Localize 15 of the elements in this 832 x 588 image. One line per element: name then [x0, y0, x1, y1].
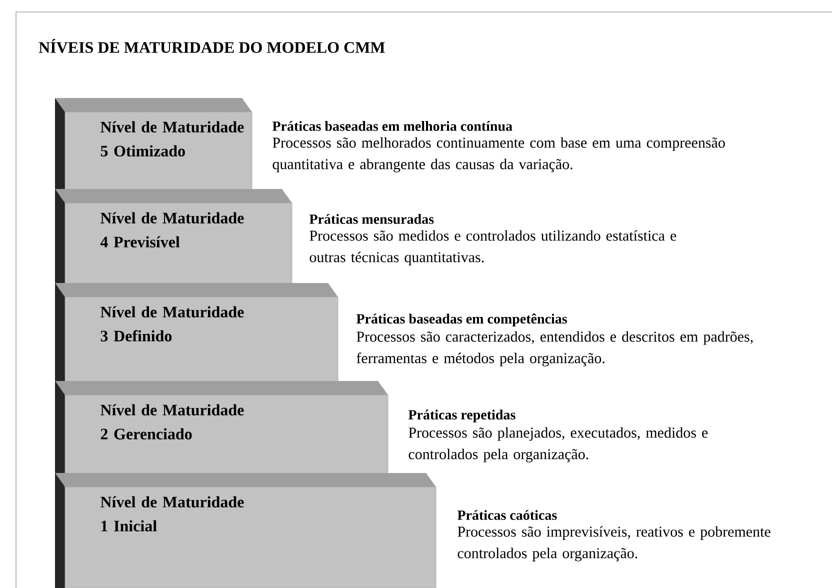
description: Processos são imprevisíveis, reativos e pobremente controlados pela organização.: [458, 526, 770, 562]
heading: Práticas caóticas: [457, 510, 557, 520]
description: Processos são planejados, executados, medidos e controlados pela organização.: [408, 427, 708, 462]
heading: Práticas mensuradas: [309, 214, 434, 224]
heading: Práticas baseadas em competências: [356, 314, 567, 326]
step-block: Nível de Maturidade 3 Definido: [55, 283, 338, 390]
heading: Práticas baseadas em melhoria contínua: [272, 121, 512, 131]
step-block: Nível de Maturidade 4 Previsível: [55, 189, 292, 288]
step-block: Nível de Maturidade 1 Inicial: [55, 473, 436, 588]
heading: Práticas repetidas: [408, 410, 516, 422]
step-block: Nível de Maturidade 5 Otimizado: [55, 98, 252, 196]
description: Processos são caracterizados, entendidos e descritos em padrões, ferramentas e métodos pela organização.: [356, 331, 753, 366]
diagram-title: NÍVEIS DE MATURIDADE DO MODELO CMM: [38, 39, 385, 53]
description: Processos são medidos e controlados utilizando estatística e outras técnicas quantitativas.: [310, 230, 676, 266]
description: Processos são melhorados continuamente com base em uma compreensão quantitativa e abrangente das causas da variação.: [272, 137, 725, 172]
